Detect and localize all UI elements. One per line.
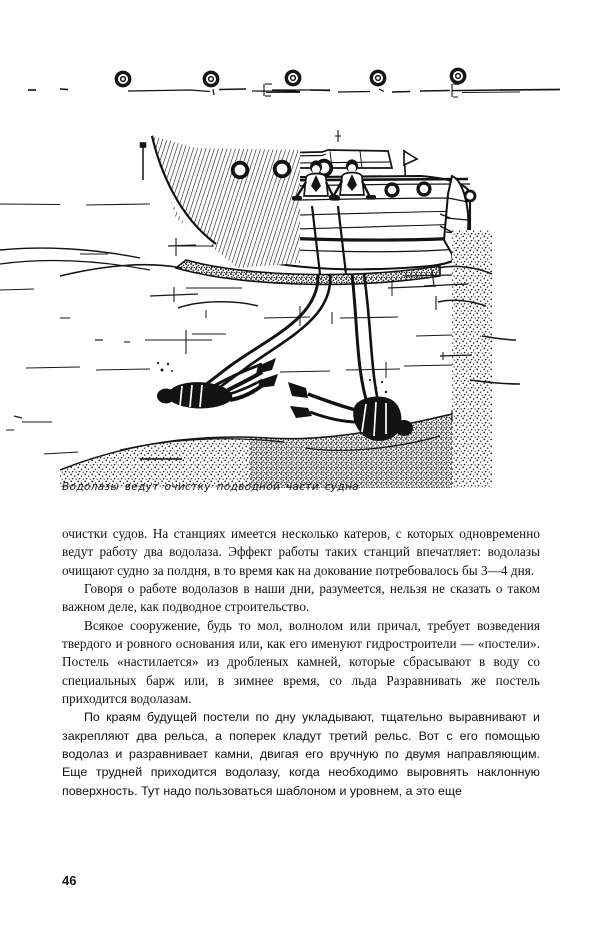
seabed <box>59 413 453 488</box>
porthole <box>230 160 250 180</box>
paragraph-2: Говоря о работе водолазов в наши дни, ра… <box>62 581 540 615</box>
portholes-group <box>230 158 477 203</box>
figure-illustration <box>0 18 600 488</box>
deck-figure-right <box>329 159 376 200</box>
quay-edge-group <box>28 67 561 98</box>
diver-right <box>288 379 413 441</box>
porthole <box>416 181 432 197</box>
mooring-ring-2 <box>202 70 220 88</box>
paragraph-3: Всякое сооружение, будь то мол, волнолом… <box>62 617 540 707</box>
bow-hatching <box>152 136 300 268</box>
mooring-ring-5 <box>449 67 467 85</box>
body-text-block: очистки судов. На станциях имеется неско… <box>62 525 540 800</box>
underwater-water-strokes <box>0 238 455 423</box>
lower-left-marks <box>6 415 79 455</box>
porthole <box>272 159 292 179</box>
diver-left <box>156 358 278 409</box>
page-number: 46 <box>62 873 77 888</box>
paragraph-4: По краям будущей постели по дну укладыва… <box>62 710 540 798</box>
hull-wash <box>0 247 441 286</box>
porthole <box>463 189 477 203</box>
deck-figure-left <box>292 160 340 201</box>
porthole <box>384 182 400 198</box>
mooring-ring-4 <box>369 69 387 87</box>
mooring-ring-3 <box>284 69 302 87</box>
paragraph-1: очистки судов. На станциях имеется неско… <box>62 526 540 578</box>
background-water-lines <box>0 130 341 206</box>
bow-mast-icon <box>139 142 147 180</box>
quay-wall <box>423 230 521 488</box>
quay-edge-line <box>28 83 561 98</box>
motor-launch <box>0 135 477 287</box>
mooring-ring-1 <box>114 70 132 88</box>
figure-caption: Водолазы ведут очистку подводной части с… <box>62 481 359 493</box>
